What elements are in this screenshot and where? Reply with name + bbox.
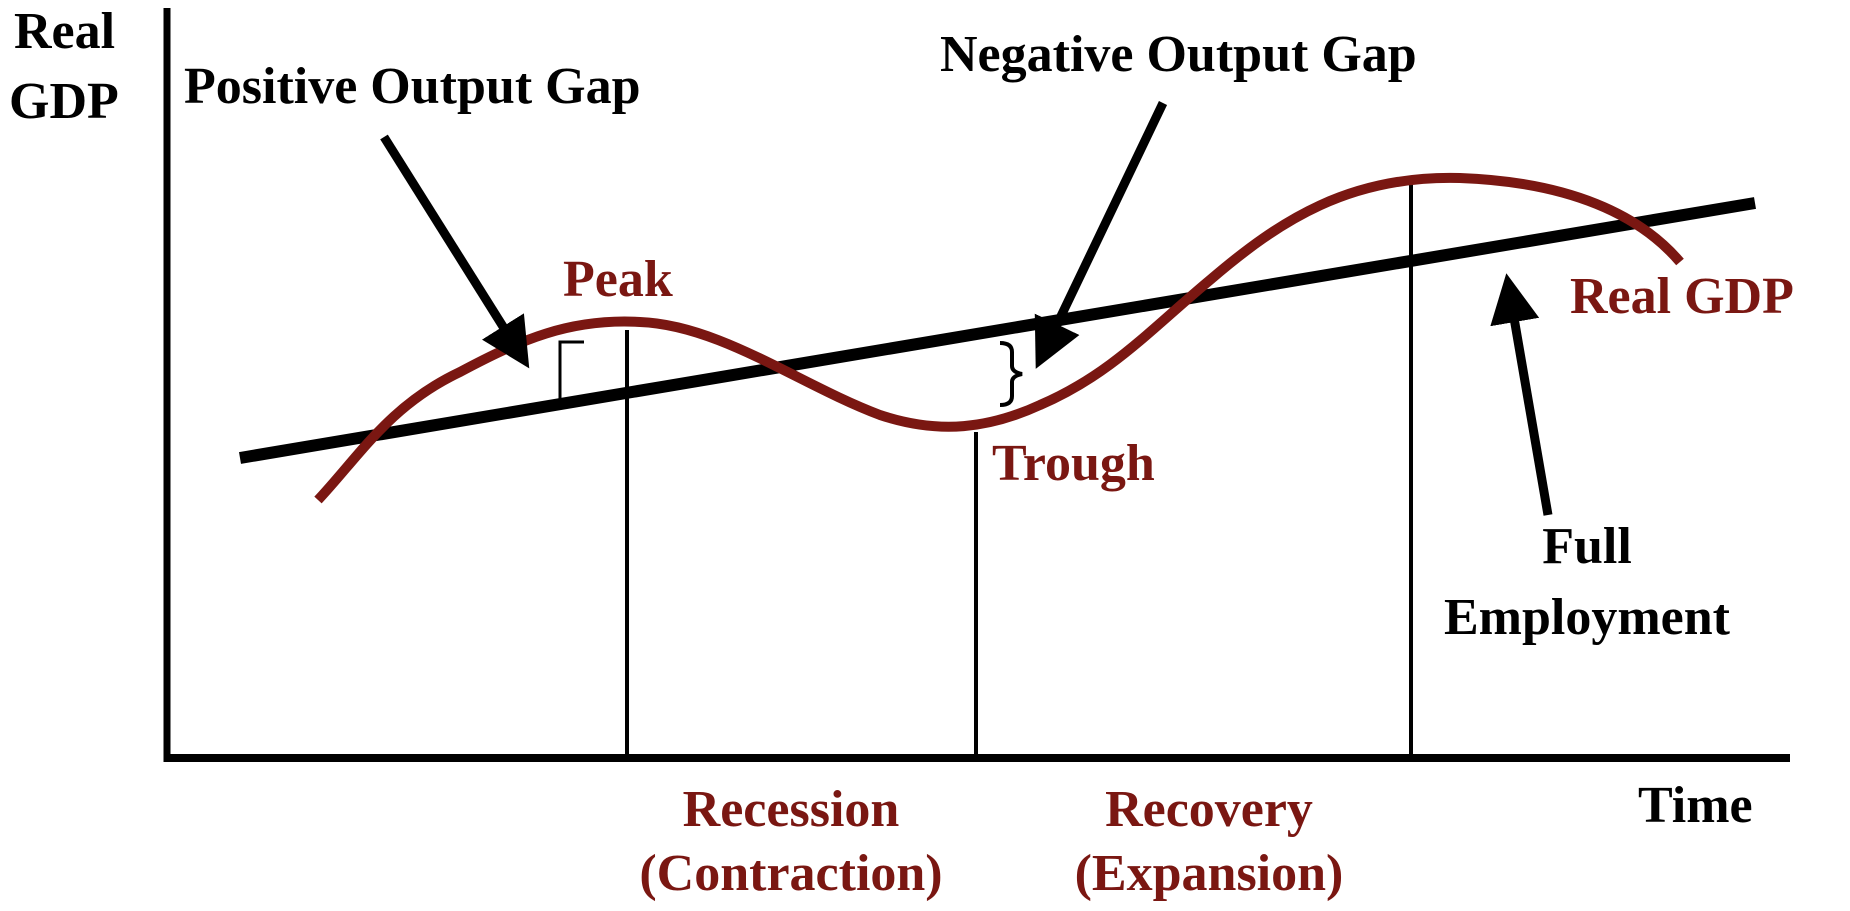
full-employment-label-line2: Employment <box>1444 589 1731 646</box>
full-employment-label-line1: Full <box>1542 518 1632 575</box>
full-employment-line <box>239 197 1756 464</box>
recovery-label-line1: Recovery <box>1105 781 1313 838</box>
recession-label-line1: Recession <box>683 781 900 838</box>
full-employment-arrow <box>1490 273 1553 516</box>
peak-label: Peak <box>563 251 673 308</box>
negative-output-gap-label: Negative Output Gap <box>940 26 1417 83</box>
y-axis-label-line2: GDP <box>9 73 119 130</box>
real-gdp-label: Real GDP <box>1570 268 1794 325</box>
x-axis-label: Time <box>1638 777 1753 834</box>
negative-gap-brace <box>999 341 1023 407</box>
y-axis-label-line1: Real <box>14 3 115 60</box>
trough-label: Trough <box>992 435 1155 492</box>
recession-label-line2: (Contraction) <box>639 845 942 902</box>
recovery-label-line2: (Expansion) <box>1075 845 1344 902</box>
positive-gap-arrow <box>380 134 530 369</box>
positive-gap-bracket <box>558 340 584 400</box>
negative-gap-arrow <box>1034 101 1168 369</box>
positive-output-gap-label: Positive Output Gap <box>184 58 641 115</box>
